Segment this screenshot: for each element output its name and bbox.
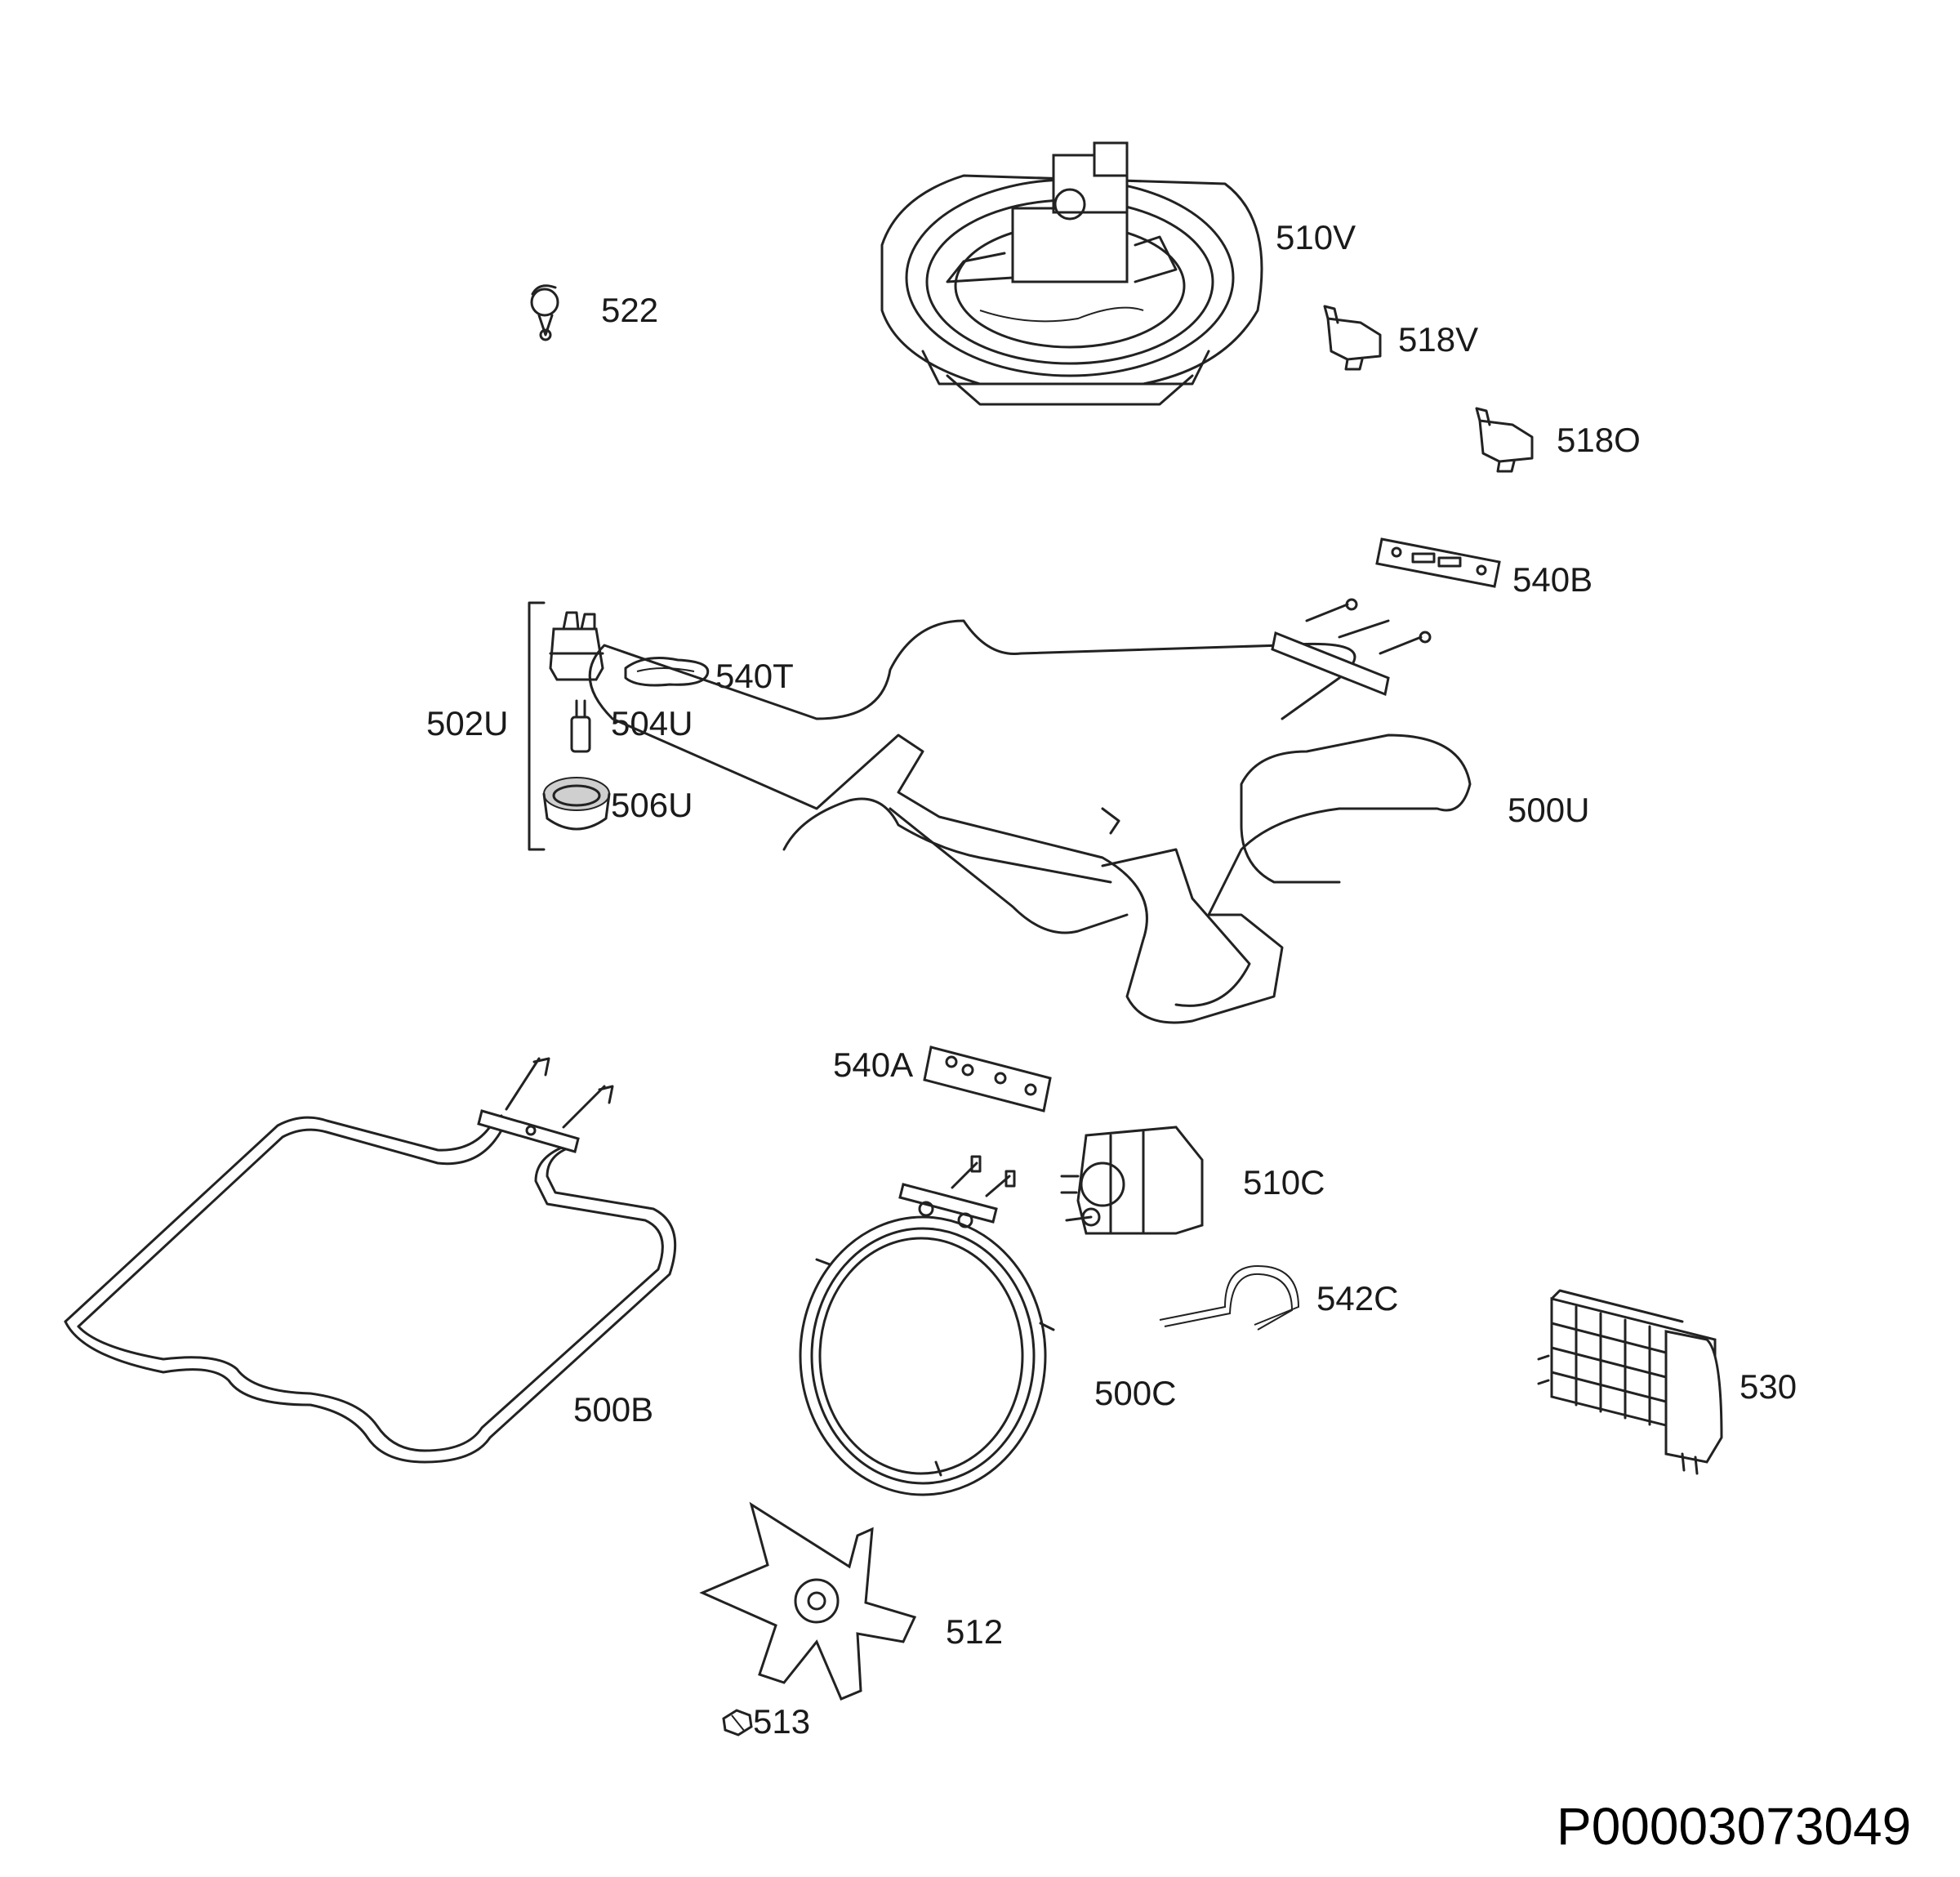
lamp-bulb-icon [570,699,591,753]
terminal-block-icon [1537,1289,1723,1475]
part-label-510V: 510V [1276,218,1356,256]
part-label-518V: 518V [1398,320,1478,359]
part-label-530: 530 [1740,1367,1797,1406]
gasket-plate-icon [1375,537,1501,588]
bracket-icon [1323,305,1382,371]
lamp-socket-icon [549,611,604,681]
part-label-518O: 518O [1557,421,1641,459]
part-label-506U: 506U [611,786,693,824]
bottom-heating-element-icon [64,1057,677,1464]
lamp-cover-icon [542,777,611,831]
part-label-502U: 502U [426,704,508,742]
part-label-540A: 540A [833,1046,913,1084]
nut-icon [722,1709,753,1737]
fan-blade-icon [699,1501,917,1701]
circular-heating-element-icon [799,1155,1055,1496]
part-label-500U: 500U [1508,791,1589,829]
clip-icon [530,284,559,341]
part-label-500C: 500C [1094,1374,1176,1412]
part-label-500B: 500B [573,1390,653,1429]
bracket-icon [1475,407,1534,473]
part-label-510C: 510C [1243,1163,1325,1202]
wire-clip-icon [1159,1264,1300,1331]
gasket-icon [624,657,710,687]
fan-motor-housing-icon [880,141,1263,406]
gasket-plate-icon [923,1046,1052,1112]
lamp-assembly-bracket-icon [528,601,546,851]
fan-motor-icon [1060,1126,1204,1235]
part-label-540B: 540B [1512,560,1592,599]
part-label-522: 522 [601,291,658,329]
part-label-540T: 540T [715,657,794,695]
document-id: P00003073049 [1557,1797,1911,1856]
part-label-512: 512 [946,1612,1003,1651]
part-label-542C: 542C [1316,1279,1398,1317]
part-label-513: 513 [753,1702,810,1741]
grill-heating-element-icon [588,598,1472,1024]
